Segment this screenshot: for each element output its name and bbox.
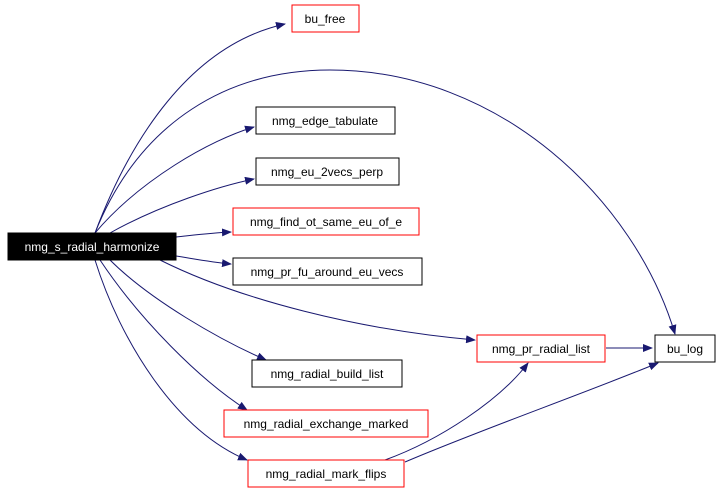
node-bu_log[interactable]: bu_log	[654, 334, 716, 363]
node-bu_free[interactable]: bu_free	[291, 4, 360, 33]
node-nmg_radial_exchange_marked-box	[223, 409, 429, 438]
node-nmg_find_ot_same_eu_of_e[interactable]: nmg_find_ot_same_eu_of_e	[232, 207, 420, 236]
edge-nmg_radial_mark_flips-bu_log	[404, 362, 659, 463]
edges	[94, 22, 677, 463]
node-nmg_radial_build_list-label: nmg_radial_build_list	[271, 367, 384, 381]
edge-root-bu_log	[94, 69, 677, 335]
node-nmg_eu_2vecs_perp-box	[255, 157, 400, 186]
edge-root-nmg_pr_fu_around_eu_vecs	[175, 255, 232, 268]
node-nmg_edge_tabulate[interactable]: nmg_edge_tabulate	[255, 106, 396, 135]
node-nmg_pr_radial_list-box	[476, 334, 606, 363]
node-nmg_pr_fu_around_eu_vecs[interactable]: nmg_pr_fu_around_eu_vecs	[232, 257, 423, 286]
edge-root-nmg_radial_mark_flips	[94, 259, 248, 461]
node-root-label: nmg_s_radial_harmonize	[25, 240, 160, 254]
edge-root-bu_free	[94, 22, 286, 234]
edge-root-nmg_radial_exchange_marked	[99, 259, 248, 411]
node-nmg_pr_fu_around_eu_vecs-box	[232, 257, 423, 286]
node-nmg_pr_fu_around_eu_vecs-label: nmg_pr_fu_around_eu_vecs	[251, 265, 404, 279]
edge-root-nmg_pr_radial_list	[159, 259, 476, 344]
node-nmg_edge_tabulate-box	[255, 106, 396, 135]
node-root[interactable]: nmg_s_radial_harmonize	[7, 232, 177, 261]
node-nmg_radial_mark_flips-label: nmg_radial_mark_flips	[266, 467, 387, 481]
edge-root-nmg_eu_2vecs_perp	[109, 176, 255, 234]
node-nmg_eu_2vecs_perp[interactable]: nmg_eu_2vecs_perp	[255, 157, 400, 186]
node-nmg_radial_exchange_marked-label: nmg_radial_exchange_marked	[244, 417, 409, 431]
node-nmg_radial_build_list-box	[251, 359, 403, 388]
node-nmg_find_ot_same_eu_of_e-box	[232, 207, 420, 236]
edge-root-nmg_edge_tabulate	[94, 125, 255, 234]
node-bu_log-label: bu_log	[667, 342, 703, 356]
node-nmg_radial_mark_flips[interactable]: nmg_radial_mark_flips	[247, 459, 405, 488]
edge-root-nmg_find_ot_same_eu_of_e	[175, 228, 232, 238]
node-nmg_radial_exchange_marked[interactable]: nmg_radial_exchange_marked	[223, 409, 429, 438]
node-nmg_eu_2vecs_perp-label: nmg_eu_2vecs_perp	[271, 165, 383, 179]
node-root-box	[7, 232, 177, 261]
node-nmg_radial_build_list[interactable]: nmg_radial_build_list	[251, 359, 403, 388]
edge-root-nmg_radial_build_list	[109, 259, 267, 361]
edge-nmg_radial_mark_flips-nmg_pr_radial_list	[384, 362, 529, 461]
node-bu_free-label: bu_free	[305, 12, 346, 26]
node-nmg_pr_radial_list[interactable]: nmg_pr_radial_list	[476, 334, 606, 363]
node-bu_free-box	[291, 4, 360, 33]
node-nmg_radial_mark_flips-box	[247, 459, 405, 488]
node-nmg_find_ot_same_eu_of_e-label: nmg_find_ot_same_eu_of_e	[250, 215, 402, 229]
node-bu_log-box	[654, 334, 716, 363]
node-nmg_edge_tabulate-label: nmg_edge_tabulate	[272, 114, 378, 128]
node-nmg_pr_radial_list-label: nmg_pr_radial_list	[492, 342, 591, 356]
